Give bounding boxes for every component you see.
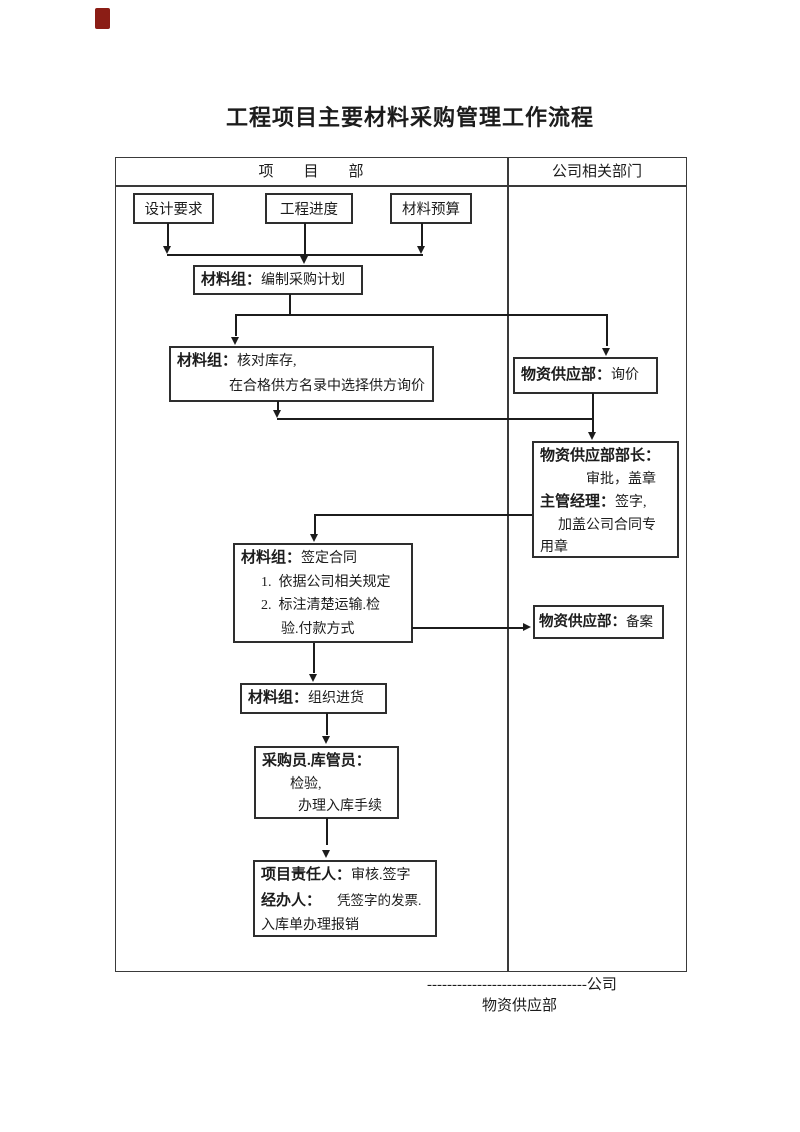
box-material-budget: 材料预算 xyxy=(390,193,472,224)
box-text: 工程进度 xyxy=(280,202,338,218)
box-text: 组织进货 xyxy=(308,691,365,706)
box-label: 材料组： xyxy=(241,550,302,566)
box-text: 入库单办理报销 xyxy=(261,918,359,933)
box-text: 用章 xyxy=(540,540,568,555)
connector-line xyxy=(277,418,594,420)
box-label: 主管经理： xyxy=(540,494,616,510)
connector-line xyxy=(235,314,608,316)
box-text: 凭签字的发票. xyxy=(337,892,422,908)
connector-line xyxy=(235,314,237,336)
box-text: 材料预算 xyxy=(402,202,460,218)
connector-line xyxy=(313,643,315,673)
box-text: 审核.签字 xyxy=(351,868,411,883)
box-label: 物资供应部： xyxy=(539,614,626,630)
connector-line xyxy=(167,254,423,256)
arrowhead-down xyxy=(310,534,318,542)
box-text: 检验, xyxy=(290,776,322,792)
box-text: 编制采购计划 xyxy=(261,273,346,288)
connector-line xyxy=(289,294,291,315)
box-text: 2. 标注清楚运输.检 xyxy=(261,598,380,613)
arrowhead-down xyxy=(273,410,281,418)
connector-line xyxy=(326,713,328,735)
arrowhead-down xyxy=(588,432,596,440)
column-divider xyxy=(507,157,509,972)
box-text: 核对库存, xyxy=(237,354,297,369)
connector-line xyxy=(421,223,423,247)
arrowhead-down xyxy=(322,736,330,744)
connector-line xyxy=(167,223,169,247)
box-text: 询价 xyxy=(611,368,640,383)
flowchart-table-border xyxy=(115,157,687,972)
arrowhead-down xyxy=(300,256,308,264)
box-material-team-plan: 材料组：编制采购计划 xyxy=(193,265,363,295)
connector-line xyxy=(326,818,328,845)
header-company-dept: 公司相关部门 xyxy=(551,164,642,180)
connector-line xyxy=(412,627,524,629)
arrowhead-down xyxy=(163,246,171,254)
box-text: 审批，盖章 xyxy=(586,471,656,487)
connector-line xyxy=(606,314,608,346)
connector-line xyxy=(314,514,532,516)
box-label: 经办人： xyxy=(261,892,322,909)
connector-line xyxy=(592,393,594,432)
box-supply-dept-inquiry: 物资供应部：询价 xyxy=(513,357,658,394)
arrowhead-down xyxy=(231,337,239,345)
box-purchaser-storekeeper: 采购员.库管员： 检验, 办理入库手续 xyxy=(254,746,399,819)
arrowhead-down xyxy=(309,674,317,682)
corner-mark xyxy=(95,8,110,29)
arrowhead-down xyxy=(322,850,330,858)
arrowhead-down xyxy=(602,348,610,356)
box-design-requirements: 设计要求 xyxy=(133,193,214,224)
box-supply-dept-record: 物资供应部：备案 xyxy=(533,605,664,639)
box-material-team-check-stock: 材料组：核对库存, 在合格供方名录中选择供方询价 xyxy=(169,346,434,402)
box-text: 在合格供方名录中选择供方询价 xyxy=(229,379,425,394)
connector-line xyxy=(304,223,306,256)
box-label: 物资供应部部长： xyxy=(540,448,661,464)
box-label: 材料组： xyxy=(248,690,309,706)
connector-line xyxy=(314,514,316,534)
box-label: 材料组： xyxy=(201,272,262,288)
box-label: 材料组： xyxy=(177,353,238,369)
connector-line xyxy=(277,401,279,411)
box-supply-dept-head-approval: 物资供应部部长： 审批，盖章 主管经理：签字, 加盖公司合同专 用章 xyxy=(532,441,679,558)
box-label: 物资供应部： xyxy=(521,367,612,383)
box-label: 采购员.库管员： xyxy=(262,753,371,769)
header-separator xyxy=(115,185,687,187)
box-text: 备案 xyxy=(626,614,653,629)
box-text: 加盖公司合同专 xyxy=(558,517,656,533)
box-project-leader-reimburse: 项目责任人：审核.签字 经办人： 凭签字的发票. 入库单办理报销 xyxy=(253,860,437,937)
box-text: 办理入库手续 xyxy=(298,799,382,814)
arrowhead-right xyxy=(523,623,531,631)
box-text: 验.付款方式 xyxy=(281,621,355,637)
box-text: 签定合同 xyxy=(301,551,358,566)
box-label: 项目责任人： xyxy=(261,867,352,883)
arrowhead-down xyxy=(417,246,425,254)
footer-supply-dept-line: 物资供应部 xyxy=(482,998,558,1014)
box-text: 签字, xyxy=(615,495,647,510)
box-material-team-organize-delivery: 材料组：组织进货 xyxy=(240,683,387,714)
box-text: 1. 依据公司相关规定 xyxy=(261,574,391,590)
header-project-dept: 项 目 部 xyxy=(258,164,364,180)
page-title: 工程项目主要材料采购管理工作流程 xyxy=(225,105,594,130)
footer-company-line: --------------------------------公司 xyxy=(427,977,617,993)
box-text: 设计要求 xyxy=(144,202,203,218)
box-material-team-contract: 材料组：签定合同 1. 依据公司相关规定 2. 标注清楚运输.检 验.付款方式 xyxy=(233,543,413,643)
box-project-schedule: 工程进度 xyxy=(265,193,353,224)
